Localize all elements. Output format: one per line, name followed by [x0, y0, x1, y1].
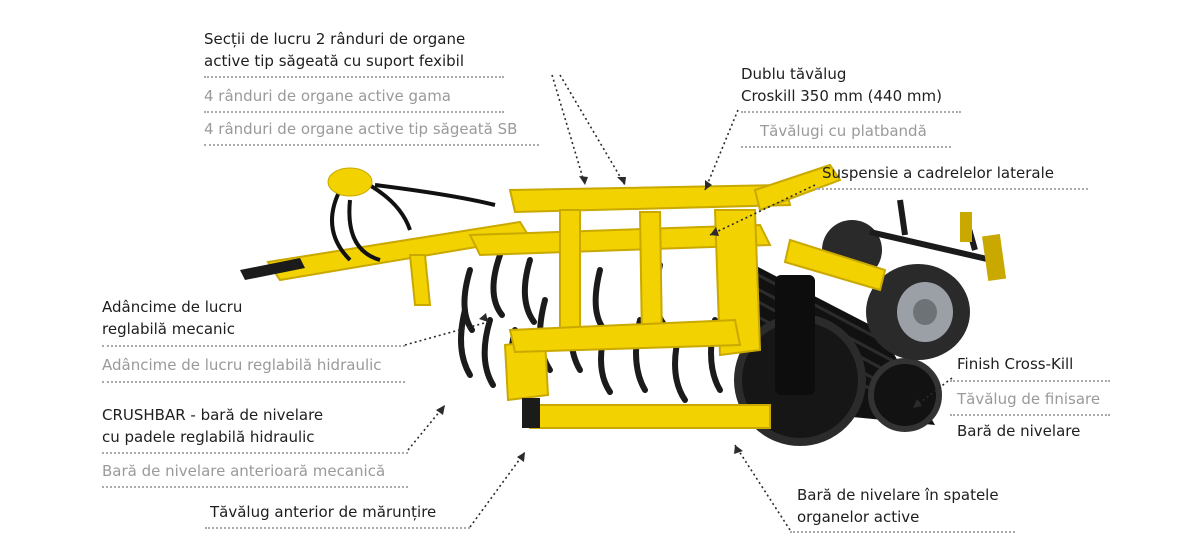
- label-suspension: Suspensie a cadrelelor laterale: [822, 164, 1054, 182]
- label-sections-line1: Secții de lucru 2 rânduri de organe: [204, 30, 466, 48]
- separator: [204, 144, 539, 146]
- separator: [741, 111, 961, 113]
- label-roller-line1: Dublu tăvălug: [741, 65, 847, 83]
- label-front-roller: Tăvălug anterior de mărunțire: [210, 503, 437, 521]
- side-marker: [960, 212, 972, 242]
- leader-depth: [404, 321, 489, 346]
- label-level-bar: Bară de nivelare: [957, 422, 1081, 440]
- separator: [741, 146, 951, 148]
- label-rear-bar-line2: organelor active: [797, 508, 920, 526]
- label-crushbar-line1: CRUSHBAR - bară de nivelare: [102, 406, 324, 424]
- label-sections-alt2: 4 rânduri de organe active tip săgeată S…: [204, 120, 518, 138]
- finish-roller: [868, 358, 942, 432]
- separator: [950, 380, 1110, 382]
- label-crushbar-alt: Bară de nivelare anterioară mecanică: [102, 462, 386, 480]
- label-roller-line2: Croskill 350 mm (440 mm): [741, 87, 942, 105]
- label-finish: Finish Cross-Kill: [957, 355, 1074, 373]
- front-wheel: [522, 398, 540, 428]
- leader-sections-b: [559, 74, 626, 186]
- separator: [204, 111, 504, 113]
- separator: [205, 527, 470, 529]
- tine-rows: [458, 252, 723, 403]
- label-sections-alt1: 4 rânduri de organe active gama: [204, 87, 452, 105]
- separator: [102, 452, 408, 454]
- separator: [815, 188, 1088, 190]
- label-depth-alt: Adâncime de lucru reglabilă hidraulic: [102, 356, 382, 374]
- label-roller-alt: Tăvălugi cu platbandă: [760, 122, 927, 140]
- leader-sections-a: [551, 74, 586, 186]
- leader-rear-bar: [734, 444, 791, 531]
- leader-front-roller: [469, 451, 526, 528]
- leader-roller: [704, 109, 739, 191]
- separator: [102, 345, 405, 347]
- hose-holder: [327, 167, 373, 197]
- label-sections-line2: active tip săgeată cu suport fexibil: [204, 52, 464, 70]
- separator: [102, 486, 408, 488]
- separator: [950, 414, 1110, 416]
- label-crushbar-line2: cu padele reglabilă hidraulic: [102, 428, 315, 446]
- leader-suspension: [709, 184, 816, 236]
- rear-rollers: [734, 255, 942, 446]
- label-rear-bar-line1: Bară de nivelare în spatele: [797, 486, 999, 504]
- hitch: [240, 258, 305, 280]
- main-frame: [266, 163, 887, 429]
- separator: [102, 381, 405, 383]
- separator: [204, 76, 504, 78]
- label-depth-line2: reglabilă mecanic: [102, 320, 235, 338]
- side-marker: [982, 233, 1007, 282]
- separator: [790, 531, 1015, 533]
- label-depth-line1: Adâncime de lucru: [102, 298, 243, 316]
- label-finish-alt: Tăvălug de finisare: [957, 390, 1101, 408]
